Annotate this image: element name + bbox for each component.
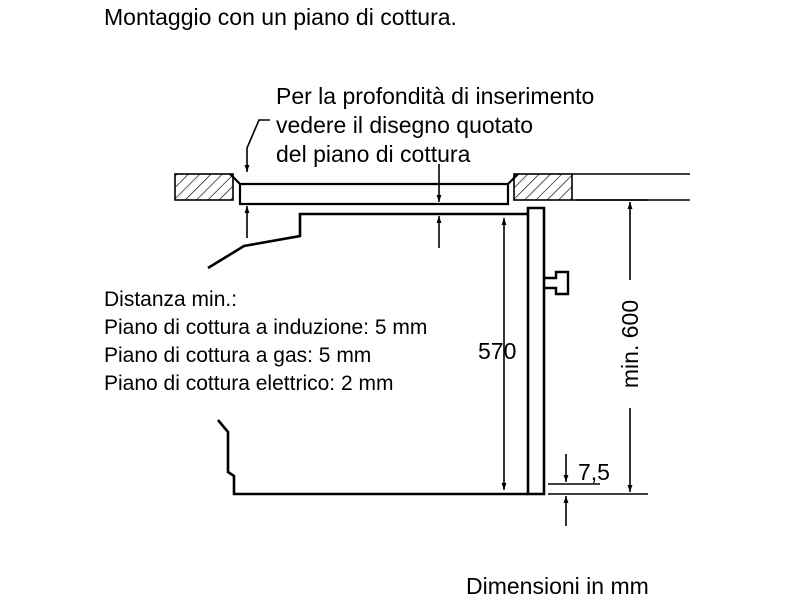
oven-handle <box>544 270 570 296</box>
min-distance-induction: Piano di cottura a induzione: 5 mm <box>104 316 427 339</box>
dim-570-label: 570 <box>478 338 516 364</box>
oven-front-panel <box>526 206 546 496</box>
note-leader-line <box>244 119 270 172</box>
dim-600-label: min. 600 <box>617 300 643 388</box>
min-distance-gas: Piano di cottura a gas: 5 mm <box>104 344 371 367</box>
diagram-title: Montaggio con un piano di cottura. <box>104 4 457 30</box>
min-distance-heading: Distanza min.: <box>104 288 237 311</box>
worktop-left-hatched <box>174 173 234 201</box>
worktop-right-hatched <box>513 173 573 201</box>
insertion-depth-note-line-2: vedere il disegno quotato <box>276 112 533 138</box>
worktop-right-extension <box>572 173 690 201</box>
oven-bottom-outline <box>217 419 528 496</box>
min-distance-electric: Piano di cottura elettrico: 2 mm <box>104 372 393 395</box>
dim-7-5-label: 7,5 <box>578 459 610 485</box>
units-note: Dimensioni in mm <box>466 573 649 599</box>
cooktop-body <box>229 173 519 206</box>
insertion-depth-note-line-3: del piano di cottura <box>276 141 471 167</box>
insertion-depth-note-line-1: Per la profondità di inserimento <box>276 83 594 109</box>
oven-top-outline <box>207 212 528 270</box>
